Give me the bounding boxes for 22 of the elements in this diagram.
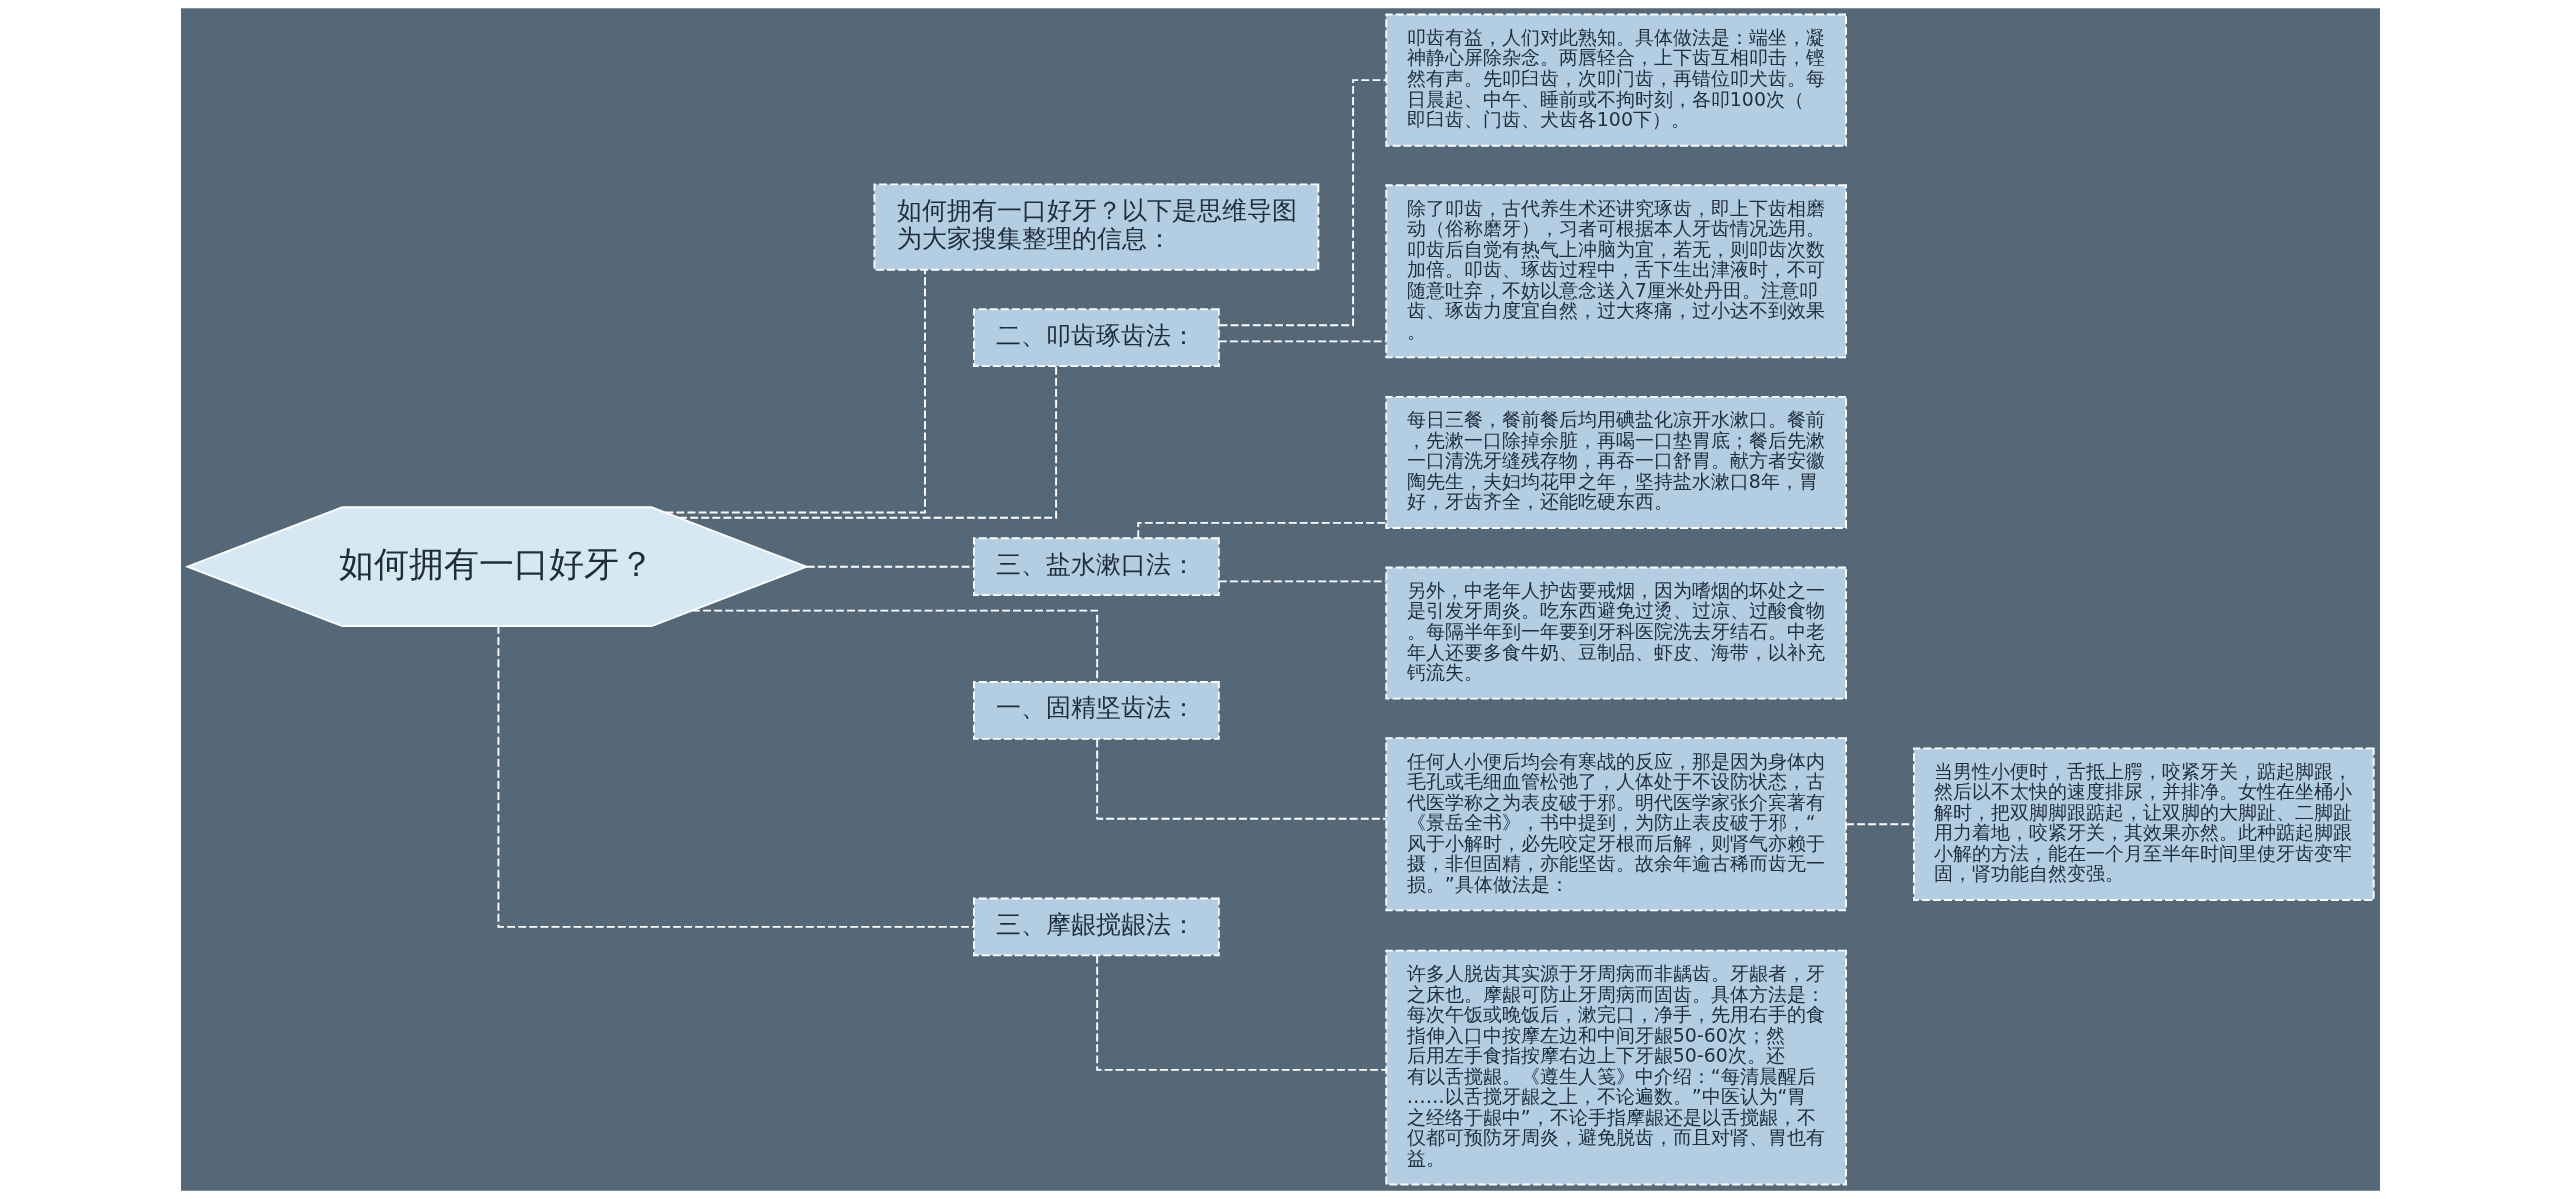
node-box: 二、叩齿琢齿法： bbox=[972, 308, 1220, 368]
node-box: 一、固精坚齿法： bbox=[972, 681, 1220, 740]
node-box: 当男性小便时，舌抵上腭，咬紧牙关，踮起脚跟，然后以不太快的速度排尿，并排净。女性在坐桶小解时，把双脚脚跟踮起，让双脚的大脚趾、二脚趾用力着地，咬紧牙关，其效果亦然。此种踮起脚跟小解的方法，能在一个月至半年时间里使牙齿变牢固，肾功能自然变强。 bbox=[1912, 747, 2375, 901]
connector bbox=[1217, 340, 1387, 343]
node-box: 叩齿有益，人们对此熟知。具体做法是：端坐，凝神静心屏除杂念。两唇轻合，上下齿互相叩击，铿然有声。先叩臼齿，次叩门齿，再错位叩犬齿。每日晨起、中午、睡前或不拘时刻，各叩100次（即臼齿、门齿、犬齿各100下）。 bbox=[1384, 13, 1847, 147]
connector bbox=[690, 609, 1098, 683]
connector bbox=[805, 565, 974, 568]
connector bbox=[1844, 823, 1915, 826]
connector bbox=[1095, 954, 1387, 1071]
connector bbox=[1217, 580, 1387, 583]
node-box: 许多人脱齿其实源于牙周病而非龋齿。牙龈者，牙之床也。摩龈可防止牙周病而固齿。具体方法是：每次午饭或晚饭后，漱完口，净手，先用右手的食指伸入口中按摩左边和中间牙龈50-60次；然后用左手食指按摩右边上下牙龈50-60次。还有以舌搅龈。《遵生人笺》中介绍：“每清晨醒后……以舌搅牙龈之上，不论遍数。”中医认为“胃之经络于龈中”，不论手指摩龈还是以舌搅龈，不仅都可预防牙周炎，避免脱齿，而且对肾、胃也有益。 bbox=[1384, 949, 1847, 1186]
node-box: 另外，中老年人护齿要戒烟，因为嗜烟的坏处之一是引发牙周炎。吃东西避免过烫、过凉、过酸食物。每隔半年到一年要到牙科医院洗去牙结石。中老年人还要多食牛奶、豆制品、虾皮、海带，以补充钙流失。 bbox=[1384, 566, 1847, 700]
node-box: 每日三餐，餐前餐后均用碘盐化凉开水漱口。餐前，先漱一口除掉余脏，再喝一口垫胃底；餐后先漱一口清洗牙缝残存物，再吞一口舒胃。献方者安徽陶先生，夫妇均花甲之年，坚持盐水漱口8年，胃好，牙齿齐全，还能吃硬东西。 bbox=[1384, 395, 1847, 529]
node-box: 如何拥有一口好牙？以下是思维导图为大家搜集整理的信息： bbox=[872, 183, 1319, 271]
node-box: 三、盐水漱口法： bbox=[972, 537, 1220, 597]
connector bbox=[677, 365, 1057, 519]
connector bbox=[496, 625, 975, 928]
connector bbox=[664, 268, 926, 514]
node-box: 除了叩齿，古代养生术还讲究琢齿，即上下齿相磨动（俗称磨牙），习者可根据本人牙齿情况选用。叩齿后自觉有热气上冲脑为宜，若无，则叩齿次数加倍。叩齿、琢齿过程中，舌下生出津液时，不可随意吐弃，不妨以意念送入7厘米处丹田。注意叩齿、琢齿力度宜自然，过大疼痛，过小达不到效果。 bbox=[1384, 184, 1847, 359]
node-box: 任何人小便后均会有寒战的反应，那是因为身体内毛孔或毛细血管松弛了，人体处于不设防状态，古代医学称之为表皮破于邪。明代医学家张介宾著有《景岳全书》，书中提到，为防止表皮破于邪，“风于小解时，必先咬定牙根而后解，则肾气亦赖于摄，非但固精，亦能坚齿。故余年逾古稀而齿无一损。”具体做法是： bbox=[1384, 737, 1847, 912]
connector bbox=[1095, 738, 1387, 820]
node-box: 三、摩龈搅龈法： bbox=[972, 897, 1220, 957]
